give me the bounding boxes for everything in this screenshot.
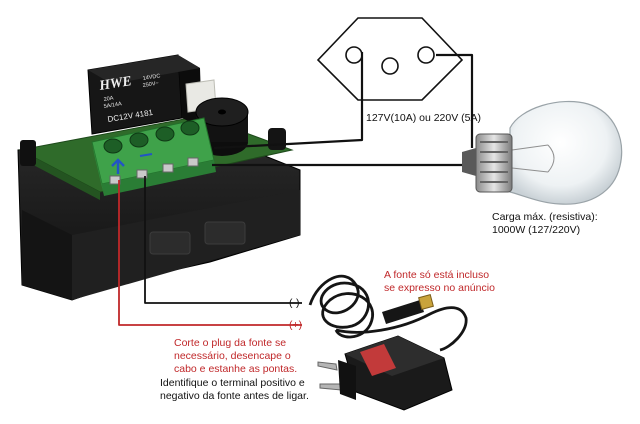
adapter-label bbox=[360, 344, 396, 376]
wall-outlet bbox=[316, 17, 464, 101]
wire-black bbox=[213, 52, 364, 150]
terminal-screw bbox=[129, 132, 149, 148]
mount-peg bbox=[268, 128, 286, 150]
bulb-base bbox=[462, 133, 513, 193]
cut-plug-line: Corte o plug da fonte se bbox=[174, 337, 287, 349]
terminal-hole bbox=[187, 157, 199, 167]
terminal-hole bbox=[162, 163, 174, 173]
positive-terminal-label: (+) bbox=[289, 319, 303, 331]
adapter-plug-face bbox=[338, 360, 356, 400]
bulb-glass bbox=[509, 100, 623, 205]
outlet-voltage-label: 127V(10A) ou 220V (5A) bbox=[366, 112, 481, 124]
pcb-edge bbox=[20, 150, 100, 200]
identify-line: negativo da fonte antes de ligar. bbox=[160, 390, 309, 402]
terminal-screw bbox=[103, 138, 123, 154]
cut-plug-instruction: Corte o plug da fonte se necessário, des… bbox=[174, 337, 297, 376]
identify-terminal-instruction: Identifique o terminal positivo e negati… bbox=[160, 377, 309, 403]
terminal-screw bbox=[180, 120, 200, 136]
case-clip bbox=[204, 221, 246, 245]
dc-plug-tip bbox=[418, 294, 434, 310]
wire-positive bbox=[118, 180, 302, 326]
adapter-cable bbox=[335, 306, 468, 352]
cut-plug-line: cabo e estanhe as pontas. bbox=[174, 363, 298, 375]
identify-line: Identifique o terminal positivo e bbox=[160, 377, 305, 389]
adapter-prong bbox=[317, 361, 338, 371]
relay-spec: 250V~ bbox=[142, 81, 159, 89]
cut-plug-line: necessário, desencape o bbox=[174, 350, 291, 362]
adapter-top bbox=[345, 336, 444, 376]
relay-spec: 20A bbox=[103, 95, 114, 103]
relay-spec: 5A/14A bbox=[103, 101, 122, 110]
adapter-prong bbox=[319, 383, 342, 391]
outlet-face bbox=[316, 17, 464, 101]
terminal-screw bbox=[155, 126, 175, 142]
load-max-line: 1000W (127/220V) bbox=[492, 224, 581, 236]
outlet-hole bbox=[381, 57, 399, 75]
psu-note-line: A fonte só está incluso bbox=[384, 269, 490, 281]
module-case-front bbox=[22, 210, 72, 300]
relay-brand: HWE bbox=[97, 74, 133, 94]
wire-black bbox=[436, 53, 474, 148]
wire-negative bbox=[144, 176, 302, 304]
negative-terminal-label: (-) bbox=[289, 297, 300, 309]
arrow-icon bbox=[139, 153, 153, 157]
wires bbox=[118, 52, 474, 326]
relay-spec: 14VDC bbox=[142, 73, 160, 82]
adapter-cable bbox=[308, 274, 374, 339]
light-bulb bbox=[462, 100, 623, 205]
load-max-line: Carga máx. (resistiva): bbox=[492, 211, 598, 223]
thermostat-module: HWE 20A 5A/14A 14VDC 250V~ DC12V 4181 bbox=[17, 54, 301, 301]
dc-plug bbox=[382, 300, 424, 324]
load-max-label: Carga máx. (resistiva): 1000W (127/220V) bbox=[492, 211, 598, 237]
screw-terminal-block bbox=[91, 117, 216, 196]
outlet-hole bbox=[417, 46, 435, 64]
mount-peg bbox=[20, 140, 36, 166]
case-clip bbox=[149, 231, 191, 255]
terminal-hole bbox=[109, 175, 121, 185]
terminal-hole bbox=[136, 169, 148, 179]
plus-arrow-icon bbox=[111, 158, 125, 174]
psu-note-line: se expresso no anúncio bbox=[384, 282, 495, 294]
power-adapter bbox=[308, 274, 468, 411]
psu-note-label: A fonte só está incluso se expresso no a… bbox=[384, 269, 495, 295]
bulb-filament bbox=[511, 144, 555, 173]
